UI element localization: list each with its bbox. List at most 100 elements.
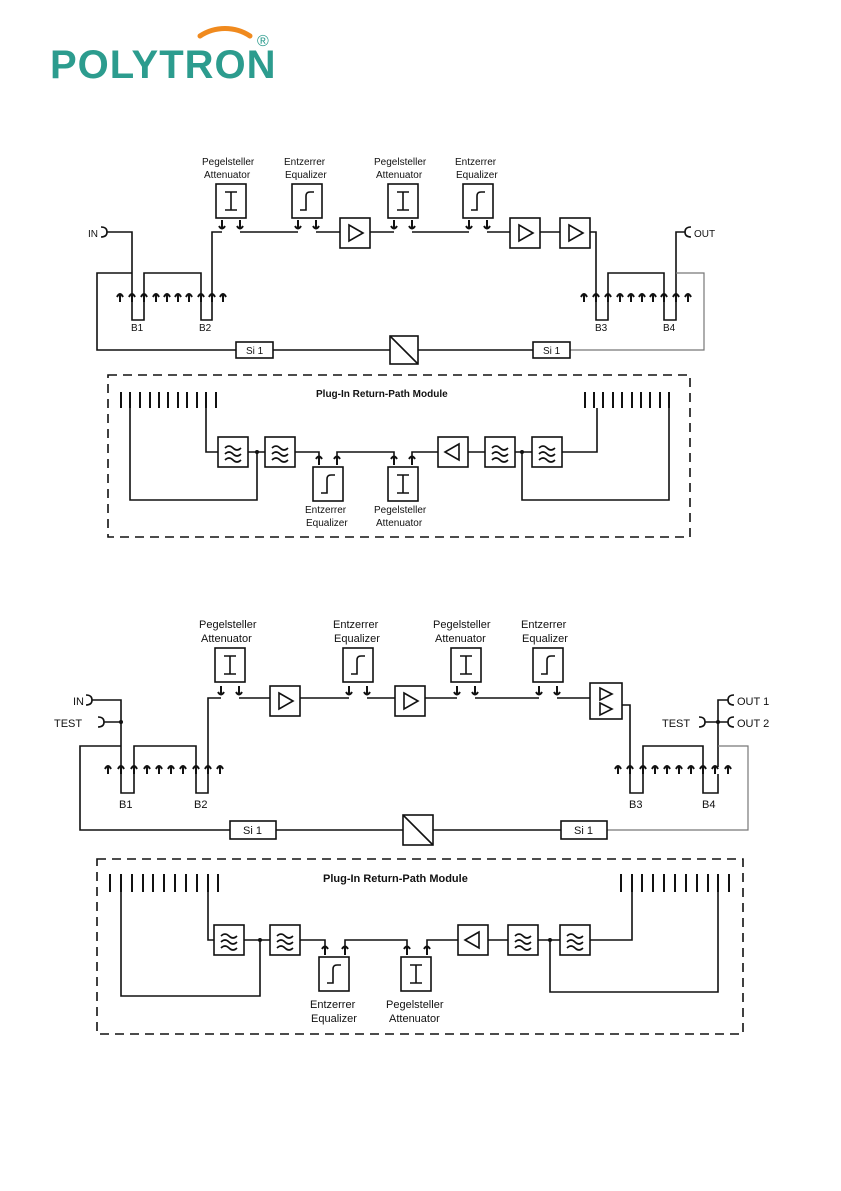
bridge-label-b2: B2 [194, 799, 207, 811]
amplifier-icon [437, 436, 469, 468]
bridge-label-b1: B1 [131, 323, 144, 334]
jumper-row-right [614, 745, 732, 794]
fuse-label: Si 1 [246, 346, 264, 357]
attenuator-label-de: Pegelsteller [374, 505, 427, 516]
attenuator-icon [387, 466, 419, 502]
equalizer-icon [462, 183, 494, 219]
equalizer-label-de: Entzerrer [284, 157, 326, 168]
module-pins-right [620, 874, 730, 892]
attenuator-icon [387, 183, 419, 219]
fuse-label: Si 1 [574, 825, 593, 837]
equalizer-label-de: Entzerrer [455, 157, 497, 168]
lowpass-filter-icon [217, 436, 249, 468]
equalizer-label-de: Entzerrer [333, 619, 379, 631]
equalizer-label-en: Equalizer [306, 518, 348, 529]
input-connector [85, 694, 93, 706]
return-path-module [96, 858, 744, 1035]
equalizer-label-de: Entzerrer [305, 505, 347, 516]
test-label: TEST [54, 718, 82, 730]
test-label: TEST [662, 718, 690, 730]
amplifier-icon [269, 685, 301, 717]
output-label: OUT [694, 229, 715, 240]
amplifier-icon [339, 217, 371, 249]
polytron-logo: POLYTRON ® [50, 24, 290, 88]
equalizer-label-en: Equalizer [522, 633, 568, 645]
equalizer-icon [312, 466, 344, 502]
logo-registered-mark: ® [257, 33, 269, 50]
attenuator-label-en: Attenuator [435, 633, 486, 645]
input-connector [100, 226, 108, 238]
equalizer-label-de: Entzerrer [521, 619, 567, 631]
block-diagram-1: Pegelsteller Attenuator Entzerrer Equali… [0, 130, 841, 550]
amplifier-icon [394, 685, 426, 717]
module-title: Plug-In Return-Path Module [323, 873, 468, 885]
logo-text: POLYTRON [50, 43, 277, 87]
module-title: Plug-In Return-Path Module [316, 389, 448, 400]
input-label: IN [73, 696, 84, 708]
highpass-filter-icon [484, 436, 516, 468]
highpass-filter-icon [264, 436, 296, 468]
bridge-label-b3: B3 [595, 323, 608, 334]
attenuator-icon [450, 647, 482, 683]
output2-connector [727, 716, 735, 728]
attenuator-label-en: Attenuator [389, 1013, 440, 1025]
equalizer-icon [342, 647, 374, 683]
module-pins-left [109, 874, 219, 892]
amplifier-icon [559, 217, 591, 249]
jumper-row-right [580, 272, 692, 321]
equalizer-icon [291, 183, 323, 219]
test-connector [698, 716, 706, 728]
return-path-module [107, 374, 691, 538]
fuse-right [560, 820, 608, 840]
bridge-label-b1: B1 [119, 799, 132, 811]
attenuator-label-de: Pegelsteller [199, 619, 257, 631]
test-connector [97, 716, 105, 728]
power-supply-icon [402, 814, 434, 846]
highpass-filter-icon [507, 924, 539, 956]
attenuator-label-de: Pegelsteller [202, 157, 255, 168]
bridge-label-b3: B3 [629, 799, 642, 811]
attenuator-label-en: Attenuator [201, 633, 252, 645]
equalizer-icon [532, 647, 564, 683]
attenuator-label-en: Attenuator [204, 170, 251, 181]
fuse-right [532, 341, 571, 359]
fuse-label: Si 1 [243, 825, 262, 837]
equalizer-label-en: Equalizer [285, 170, 327, 181]
equalizer-label-en: Equalizer [456, 170, 498, 181]
power-supply-icon [389, 335, 419, 365]
module-pins-left [120, 392, 217, 408]
attenuator-label-de: Pegelsteller [374, 157, 427, 168]
attenuator-label-en: Attenuator [376, 518, 423, 529]
attenuator-icon [214, 647, 246, 683]
highpass-filter-icon [269, 924, 301, 956]
output1-label: OUT 1 [737, 696, 769, 708]
attenuator-label-de: Pegelsteller [386, 999, 444, 1011]
output1-connector [727, 694, 735, 706]
attenuator-label-en: Attenuator [376, 170, 423, 181]
equalizer-label-en: Equalizer [311, 1013, 357, 1025]
equalizer-label-de: Entzerrer [310, 999, 356, 1011]
amplifier-icon [509, 217, 541, 249]
lowpass-filter-icon [559, 924, 591, 956]
fuse-label: Si 1 [543, 346, 561, 357]
bridge-label-b4: B4 [663, 323, 676, 334]
bridge-label-b2: B2 [199, 323, 212, 334]
fuse-left [235, 341, 274, 359]
attenuator-label-de: Pegelsteller [433, 619, 491, 631]
fuse-left [229, 820, 277, 840]
logo-swoosh [197, 26, 253, 39]
amplifier-icon [457, 924, 489, 956]
equalizer-label-en: Equalizer [334, 633, 380, 645]
block-diagram-2: Pegelsteller Attenuator Entzerrer Equali… [0, 600, 841, 1060]
attenuator-icon [215, 183, 247, 219]
input-label: IN [88, 229, 98, 240]
jumper-row-left [116, 272, 227, 321]
bridge-label-b4: B4 [702, 799, 715, 811]
lowpass-filter-icon [213, 924, 245, 956]
lowpass-filter-icon [531, 436, 563, 468]
module-pins-right [584, 392, 670, 408]
jumper-row-left [104, 745, 224, 794]
dual-amplifier-icon [589, 682, 623, 720]
attenuator-icon [400, 956, 432, 992]
equalizer-icon [318, 956, 350, 992]
